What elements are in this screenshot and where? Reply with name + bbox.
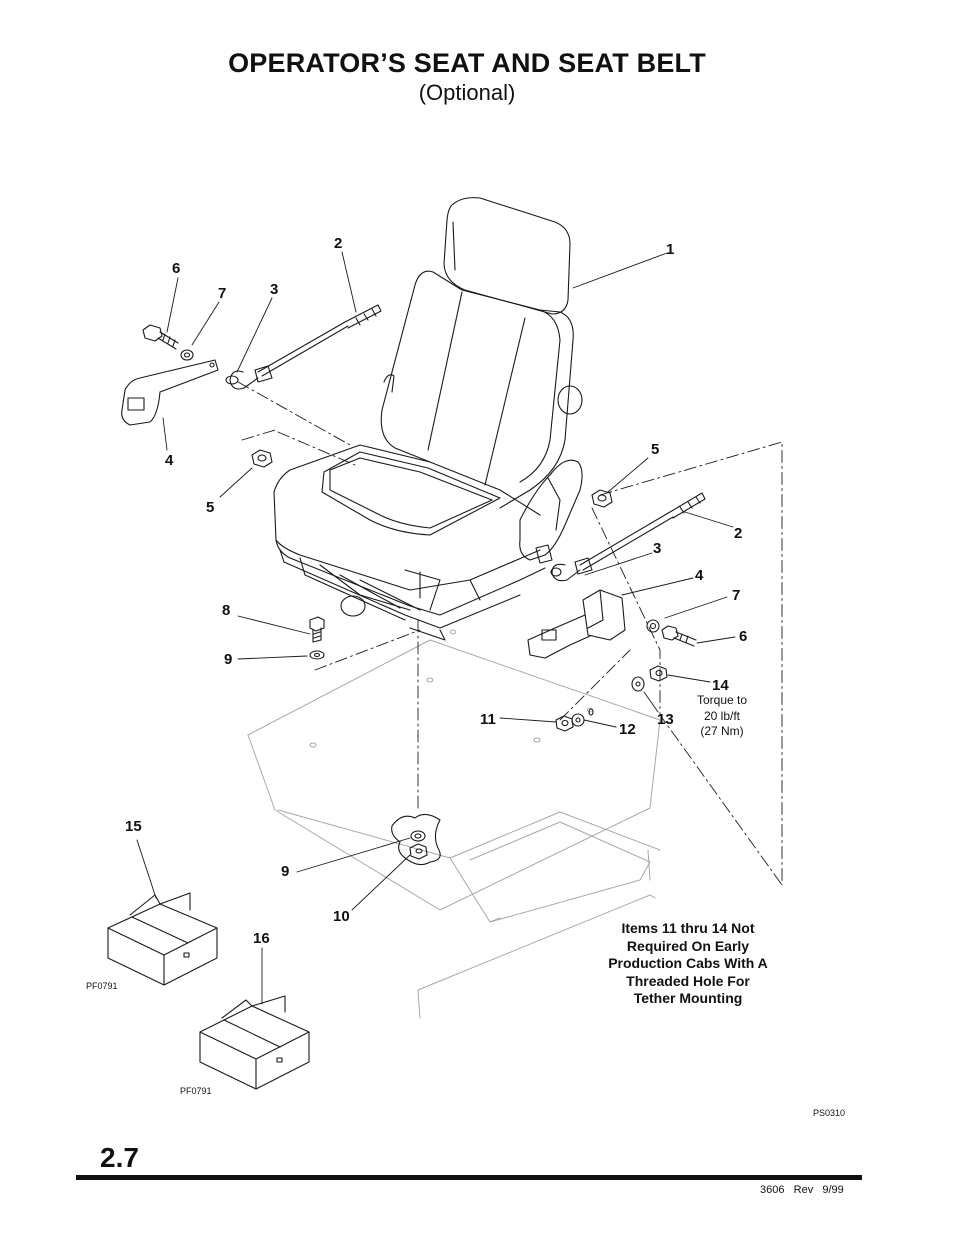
callout-3-right: 3 (653, 540, 661, 557)
tether-hardware (555, 665, 668, 732)
callout-6-right: 6 (739, 628, 747, 645)
mounting-plate (391, 813, 441, 866)
tether-note-line: Production Cabs With A (608, 955, 768, 971)
callout-14: 14 (712, 677, 729, 694)
callout-2-left: 2 (334, 235, 342, 252)
callout-11: 11 (480, 711, 496, 728)
callout-1: 1 (666, 241, 674, 258)
callout-12: 12 (619, 721, 636, 738)
kit-box-16 (199, 995, 310, 1090)
callout-2-right: 2 (734, 525, 742, 542)
kit-15-code: PF0791 (86, 981, 118, 991)
callout-5-left: 5 (206, 499, 214, 516)
page-subtitle: (Optional) (418, 80, 516, 105)
operator-seat (273, 197, 583, 641)
torque-note-line-1: Torque to (697, 693, 747, 707)
callout-4-left: 4 (165, 452, 174, 469)
kit-box-15 (107, 892, 218, 986)
callout-13: 13 (657, 711, 674, 728)
callout-9-upper: 9 (224, 651, 232, 668)
leader-lines (136, 251, 736, 1005)
section-number: 2.7 (100, 1142, 139, 1173)
callout-7-right: 7 (732, 587, 740, 604)
tether-note-line: Required On Early (626, 937, 750, 954)
torque-note-line-3: (27 Nm) (700, 724, 743, 738)
right-belt-hardware (527, 489, 706, 659)
torque-note-line-2: 20 lb/ft (704, 709, 741, 723)
footer-revision: 3606 Rev 9/99 (760, 1184, 844, 1196)
callout-7-left: 7 (218, 285, 226, 302)
callout-6-left: 6 (172, 260, 180, 277)
page-title: OPERATOR’S SEAT AND SEAT BELT (228, 48, 706, 78)
callout-9-lower: 9 (281, 863, 289, 880)
callout-15: 15 (125, 818, 142, 835)
cab-floor-platform (247, 629, 661, 1019)
tether-note-line: Items 11 thru 14 Not (621, 920, 755, 936)
seat-mount-hardware (309, 616, 325, 660)
drawing-code: PS0310 (813, 1108, 846, 1118)
assembly-centerlines (237, 381, 783, 886)
callout-10: 10 (333, 908, 350, 925)
kit-16-code: PF0791 (180, 1086, 212, 1096)
callout-3-left: 3 (270, 281, 278, 298)
callout-16: 16 (253, 930, 270, 947)
callout-4-right: 4 (695, 567, 704, 584)
footer-rule (76, 1175, 862, 1180)
tether-note-line: Threaded Hole For (626, 972, 750, 989)
callout-labels: 1 2 2 3 3 4 4 5 5 6 6 7 7 8 9 9 10 11 12… (86, 235, 747, 1096)
left-belt-hardware (121, 304, 382, 468)
callout-8: 8 (222, 602, 230, 619)
tether-note: Items 11 thru 14 Not Required On Early P… (594, 920, 782, 1008)
callout-5-right: 5 (651, 441, 659, 458)
tether-note-line: Tether Mounting (633, 990, 743, 1006)
